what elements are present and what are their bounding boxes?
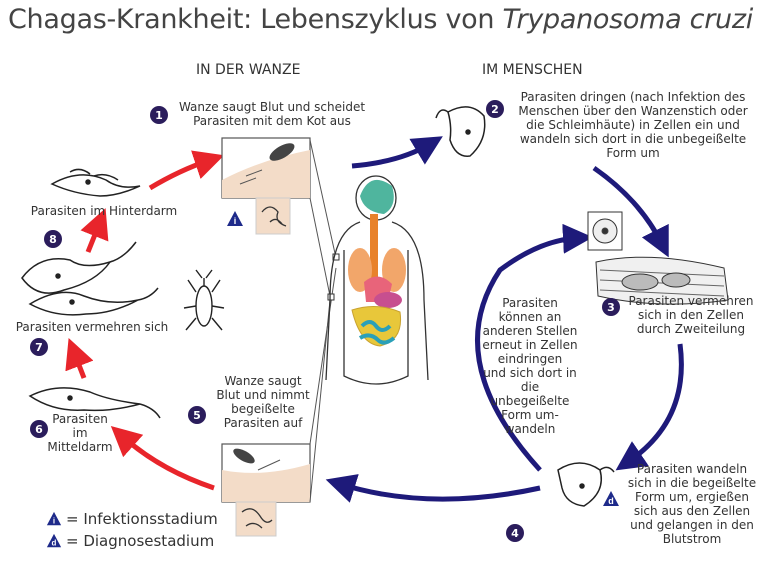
step-8-text: Parasiten im Hinterdarm xyxy=(30,204,178,218)
red-arrow-7-to-8 xyxy=(80,208,109,253)
svg-text:d: d xyxy=(608,496,614,506)
infection-stage-icon: i xyxy=(46,511,62,525)
step-number-2: 2 xyxy=(486,100,504,118)
trypomastigote-drawing-4 xyxy=(557,462,615,507)
page-title: Chagas-Krankheit: Lebenszyklus von Trypa… xyxy=(8,4,753,35)
red-arrow-8-to-1 xyxy=(148,150,225,191)
blue-arrow-reinvade xyxy=(475,223,593,472)
parasites-midgut-drawing xyxy=(28,387,161,419)
step-number-7: 7 xyxy=(30,338,48,356)
blue-arrow-4-to-5 xyxy=(325,474,541,503)
blue-arrow-3-to-4 xyxy=(615,343,684,471)
step-number-8: 8 xyxy=(44,230,62,248)
bug-feeding-box-5 xyxy=(221,443,311,503)
step-5-text: Wanze saugt Blut und nimmt begeißelte Pa… xyxy=(216,374,310,430)
step-number-4: 4 xyxy=(506,524,524,542)
reinvasion-text: Parasiten können an anderen Stellen erne… xyxy=(482,296,578,436)
parasites-hindgut-drawing xyxy=(50,168,141,197)
legend-diagnosis: d = Diagnosestadium xyxy=(46,532,214,550)
parasites-multiply-drawing xyxy=(21,241,159,316)
bug-feeding-box-1 xyxy=(221,137,311,199)
trypomastigote-blood-box xyxy=(235,501,277,537)
step-4-text: Parasiten wandeln sich in die begeißelte… xyxy=(627,462,757,546)
red-arrow-5-to-6 xyxy=(110,426,215,491)
legend-diagnosis-label: = Diagnosestadium xyxy=(66,532,215,550)
step-number-5: 5 xyxy=(188,406,206,424)
red-arrow-6-to-7 xyxy=(65,337,94,379)
step-number-3: 3 xyxy=(602,298,620,316)
infected-muscle-cell xyxy=(587,211,729,305)
diagnosis-stage-icon: d xyxy=(46,533,62,547)
diagnosis-stage-badge: d xyxy=(603,491,619,506)
section-heading-human: IM MENSCHEN xyxy=(482,62,583,78)
step-number-6: 6 xyxy=(30,420,48,438)
parasite-feces-box xyxy=(255,197,291,235)
infection-stage-badge: i xyxy=(227,211,243,226)
blue-arrow-1-to-2 xyxy=(351,136,443,169)
step-number-1: 1 xyxy=(150,106,168,124)
blue-arrow-2-to-3 xyxy=(592,165,669,258)
step-2-text: Parasiten dringen (nach Infektion des Me… xyxy=(518,90,748,160)
svg-text:i: i xyxy=(234,216,237,226)
legend-infection: i = Infektionsstadium xyxy=(46,510,218,528)
step-1-text: Wanze saugt Blut und scheidet Parasiten … xyxy=(178,100,366,128)
legend-infection-label: = Infektionsstadium xyxy=(66,510,218,528)
svg-text:i: i xyxy=(53,516,55,525)
trypomastigote-drawing-2 xyxy=(435,106,486,157)
step-6-text: Parasiten im Mitteldarm xyxy=(47,412,113,454)
section-heading-bug: IN DER WANZE xyxy=(196,62,301,78)
kissing-bug-illustration xyxy=(183,269,225,331)
svg-text:d: d xyxy=(52,538,57,547)
step-7-text: Parasiten vermehren sich xyxy=(15,320,169,334)
step-3-text: Parasiten vermehren sich in den Zellen d… xyxy=(628,294,754,336)
human-body xyxy=(325,175,429,385)
